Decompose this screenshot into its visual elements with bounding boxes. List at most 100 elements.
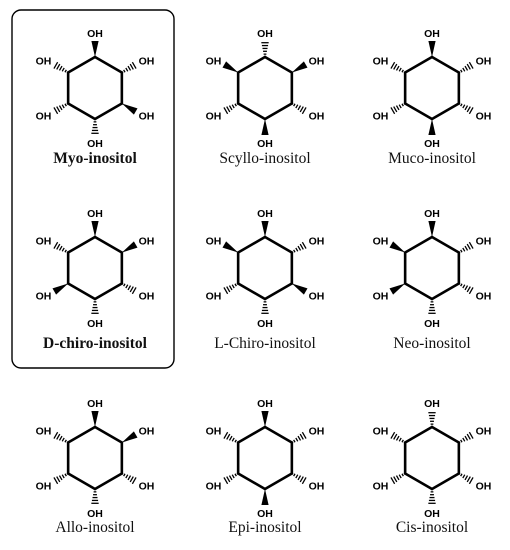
ring-bond (403, 472, 434, 491)
hydroxyl-label: OH (87, 138, 103, 150)
hydroxyl-label: OH (309, 480, 325, 492)
ring-bond (263, 282, 294, 301)
hashed-bond (223, 473, 237, 485)
ring-bond (263, 235, 294, 254)
hashed-bond (428, 412, 436, 425)
hydroxyl-label: OH (373, 425, 389, 437)
hashed-bond (53, 431, 67, 443)
hashed-bond (223, 431, 237, 443)
wedge-bond (389, 283, 406, 295)
hydroxyl-label: OH (424, 138, 440, 150)
hydroxyl-label: OH (87, 508, 103, 520)
hashed-bond (223, 103, 237, 115)
ring-bond (236, 472, 267, 491)
hashed-bond (223, 283, 237, 295)
ring-bond (403, 235, 434, 254)
hydroxyl-label: OH (476, 55, 492, 67)
hashed-bond (123, 283, 137, 295)
hashed-bond (293, 241, 307, 253)
isomer-name: Cis-inositol (396, 519, 468, 536)
hydroxyl-label: OH (139, 110, 155, 122)
hydroxyl-label: OH (36, 290, 52, 302)
hydroxyl-label: OH (206, 55, 222, 67)
hydroxyl-label: OH (373, 235, 389, 247)
highlight-box (11, 9, 175, 369)
wedge-bond (389, 241, 406, 253)
hydroxyl-label: OH (206, 110, 222, 122)
hydroxyl-label: OH (424, 208, 440, 220)
ring-bond (236, 235, 267, 254)
hashed-bond (460, 103, 474, 115)
hashed-bond (91, 121, 99, 134)
hydroxyl-label: OH (36, 425, 52, 437)
hydroxyl-label: OH (373, 110, 389, 122)
ring-bond (430, 282, 461, 301)
hydroxyl-label: OH (139, 235, 155, 247)
hashed-bond (428, 491, 436, 504)
ring-bond (263, 425, 294, 444)
ring-bond (403, 102, 434, 121)
hashed-bond (91, 491, 99, 504)
ring-bond (403, 425, 434, 444)
wedge-bond (121, 241, 138, 253)
hydroxyl-label: OH (87, 398, 103, 410)
hydroxyl-label: OH (309, 55, 325, 67)
ring-bond (93, 102, 124, 121)
hashed-bond (460, 473, 474, 485)
hydroxyl-label: OH (309, 290, 325, 302)
hydroxyl-label: OH (87, 28, 103, 40)
ring-bond (66, 235, 97, 254)
ring-bond (430, 472, 461, 491)
hydroxyl-label: OH (139, 290, 155, 302)
hydroxyl-label: OH (139, 480, 155, 492)
hashed-bond (428, 301, 436, 314)
hydroxyl-label: OH (206, 290, 222, 302)
hydroxyl-label: OH (476, 480, 492, 492)
ring-bond (263, 55, 294, 74)
hashed-bond (261, 42, 269, 55)
isomer-name: Neo-inositol (393, 335, 471, 352)
ring-bond (66, 425, 97, 444)
ring-bond (430, 235, 461, 254)
hashed-bond (293, 473, 307, 485)
hashed-bond (460, 241, 474, 253)
wedge-bond (428, 119, 436, 135)
wedge-bond (121, 103, 138, 115)
ring-bond (66, 472, 97, 491)
hydroxyl-label: OH (257, 138, 273, 150)
hashed-bond (53, 241, 67, 253)
hashed-bond (390, 473, 404, 485)
hydroxyl-label: OH (87, 208, 103, 220)
hydroxyl-label: OH (424, 508, 440, 520)
hashed-bond (261, 301, 269, 314)
isomer-name: Muco-inositol (388, 150, 476, 167)
wedge-bond (52, 283, 69, 295)
ring-bond (93, 425, 124, 444)
ring-bond (236, 425, 267, 444)
hydroxyl-label: OH (36, 480, 52, 492)
molecule-grid: OHOHOHOHOHOHMyo-inositolOHOHOHOHOHOHScyl… (36, 28, 492, 536)
hydroxyl-label: OH (424, 318, 440, 330)
ring-bond (66, 55, 97, 74)
ring-bond (403, 282, 434, 301)
isomer-name: Myo-inositol (53, 150, 137, 167)
hydroxyl-label: OH (476, 110, 492, 122)
ring-bond (236, 282, 267, 301)
ring-bond (93, 282, 124, 301)
ring-bond (93, 55, 124, 74)
hashed-bond (460, 431, 474, 443)
hydroxyl-label: OH (373, 480, 389, 492)
hashed-bond (460, 283, 474, 295)
hydroxyl-label: OH (206, 480, 222, 492)
hydroxyl-label: OH (373, 290, 389, 302)
wedge-bond (222, 241, 239, 253)
hydroxyl-label: OH (36, 110, 52, 122)
hydroxyl-label: OH (36, 55, 52, 67)
